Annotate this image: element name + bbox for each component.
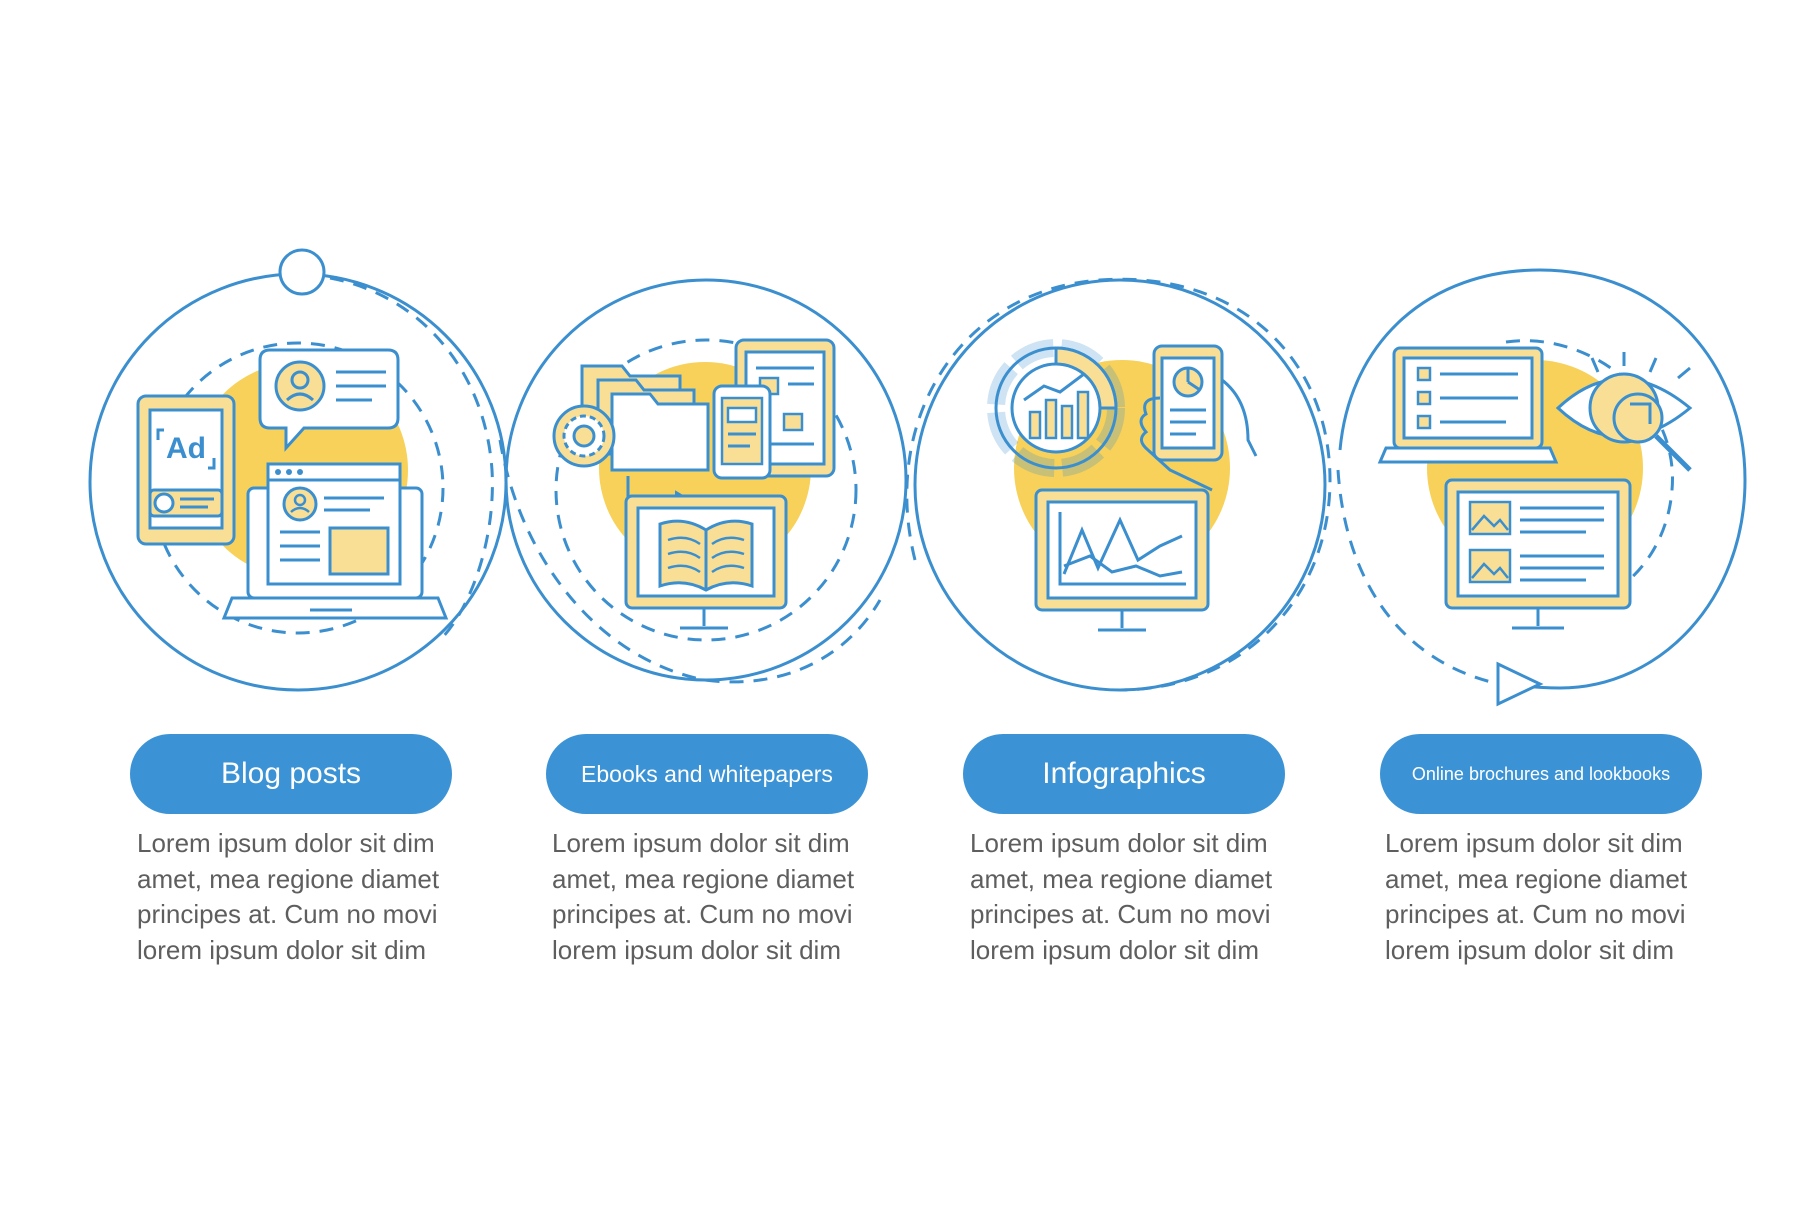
step-3-dashed-ring <box>905 277 1332 692</box>
connector-dashed-arc <box>498 439 882 684</box>
step-4-inner-dashed-arc <box>1505 339 1674 602</box>
donut-chart-icon <box>987 339 1125 477</box>
ad-label: Ad <box>166 432 206 465</box>
monitor-gallery-icon <box>1444 478 1632 630</box>
eye-magnifier-icon <box>1555 352 1693 472</box>
step-4-label: Online brochures and lookbooks <box>1380 734 1702 814</box>
phone-pie-chart-icon <box>1139 344 1258 492</box>
monitor-line-chart-icon <box>1034 488 1210 632</box>
end-arrow-icon <box>1496 661 1544 707</box>
step-1-inner-dashed-ring <box>151 341 445 635</box>
start-node <box>278 248 326 296</box>
step-2-label: Ebooks and whitepapers <box>546 734 868 814</box>
monitor-book-icon <box>624 494 788 630</box>
laptop-list-icon <box>1377 346 1559 464</box>
step-2-inner-dashed-ring <box>554 338 858 642</box>
step-4-dashed-ring <box>1336 469 1496 685</box>
devices-icon <box>712 338 836 480</box>
step-4-graphic <box>1336 268 1747 707</box>
step-2-description: Lorem ipsum dolor sit dim amet, mea regi… <box>552 828 855 965</box>
step-1-description: Lorem ipsum dolor sit dim amet, mea regi… <box>137 828 440 965</box>
step-2-graphic <box>498 278 908 684</box>
step-1-graphic: Ad <box>88 248 508 692</box>
step-3-label: Infographics <box>963 734 1285 814</box>
chat-bubble-icon <box>258 348 400 452</box>
step-3-description: Lorem ipsum dolor sit dim amet, mea regi… <box>970 828 1273 965</box>
step-3-graphic <box>905 277 1332 692</box>
step-4-outer-ring <box>1338 268 1747 690</box>
gear-icon <box>552 404 616 468</box>
laptop-profile-icon <box>221 462 449 620</box>
step-1-label: Blog posts <box>130 734 452 814</box>
connector-dashed-arc <box>329 276 494 642</box>
step-4-description: Lorem ipsum dolor sit dim amet, mea regi… <box>1385 828 1688 965</box>
tablet-ad-icon: Ad <box>136 394 236 546</box>
